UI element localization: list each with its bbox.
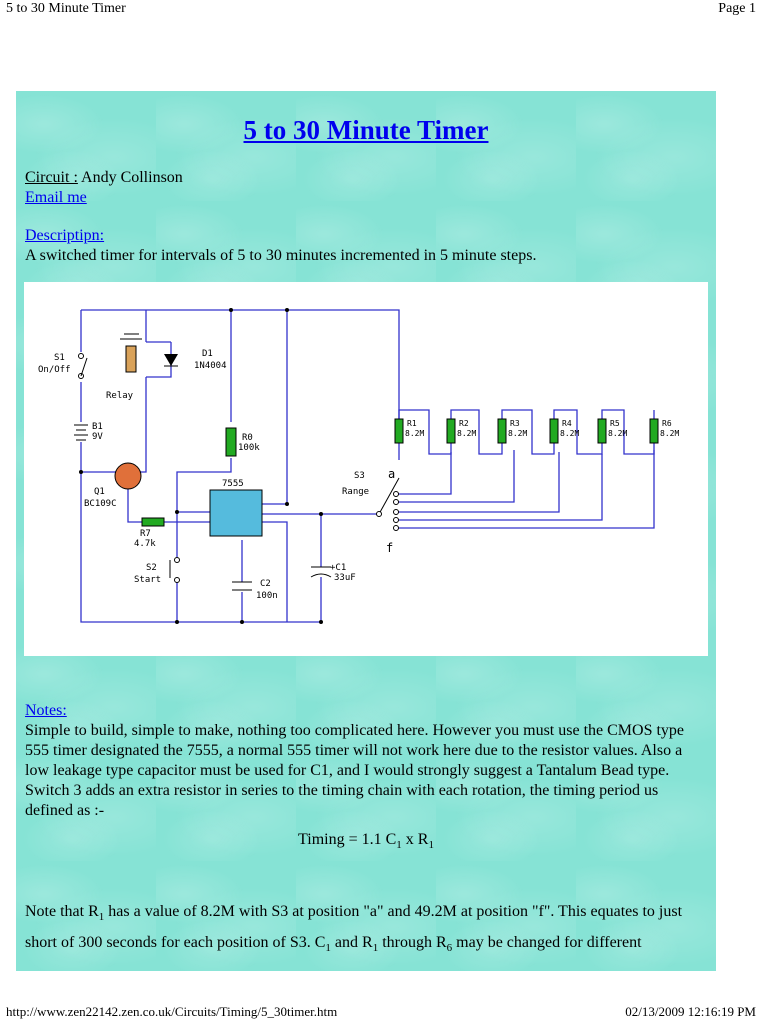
c1-label: +C1 (330, 563, 346, 573)
s3-pos-a: a (388, 467, 395, 481)
b1-value: 9V (92, 432, 103, 442)
resistor-r5 (597, 418, 607, 444)
d1-value: 1N4004 (194, 361, 227, 371)
diode-symbol (164, 354, 178, 366)
r7-label: R7 (140, 529, 151, 539)
resistor-r1 (394, 418, 404, 444)
notes-text: Simple to build, simple to make, nothing… (25, 722, 685, 819)
resistor-r2-value: 8.2M (457, 429, 476, 438)
circuit-label: Circuit : (25, 169, 78, 186)
b1-label: B1 (92, 422, 103, 432)
email-link[interactable]: Email me (25, 189, 87, 206)
note-resistor-values: Note that R1 has a value of 8.2M with S3… (25, 903, 683, 955)
s3-label: S3 (354, 471, 365, 481)
description-heading[interactable]: Descriptipn: (25, 227, 105, 244)
ic-7555 (209, 489, 263, 537)
resistor-r1-value: 8.2M (405, 429, 424, 438)
page-number: Page 1 (718, 1, 756, 16)
article-title[interactable]: 5 to 30 Minute Timer (243, 115, 489, 145)
s3-sub: Range (342, 487, 369, 497)
ic-label: 7555 (222, 479, 244, 489)
circuit-credit: Circuit : Andy Collinson (25, 168, 183, 188)
resistor-r3 (497, 418, 507, 444)
relay-label: Relay (106, 391, 134, 401)
resistor-r1-label: R1 (407, 419, 417, 428)
c2-label: C2 (260, 579, 271, 589)
s1-sub: On/Off (38, 365, 71, 375)
resistor-r4-value: 8.2M (560, 429, 579, 438)
footer-url: http://www.zen22142.zen.co.uk/Circuits/T… (6, 1004, 338, 1019)
footer-datetime: 02/13/2009 12:16:19 PM (625, 1004, 756, 1019)
resistor-r3-value: 8.2M (508, 429, 527, 438)
resistor-r6 (649, 418, 659, 444)
r0-resistor (225, 427, 237, 457)
resistor-r6-value: 8.2M (660, 429, 679, 438)
c2-value: 100n (256, 591, 278, 601)
relay-coil (125, 345, 137, 373)
resistor-r5-value: 8.2M (608, 429, 627, 438)
resistor-r2-label: R2 (459, 419, 469, 428)
resistor-r2 (446, 418, 456, 444)
circuit-schematic: S1 On/Off Relay D1 1N4004 B1 9V R0 100k … (24, 282, 708, 656)
q1-label: Q1 (94, 487, 105, 497)
circuit-author: Andy Collinson (77, 169, 183, 186)
r0-label: R0 (242, 433, 253, 443)
s1-label: S1 (54, 353, 65, 363)
q1-transistor (114, 462, 142, 490)
resistor-r6-label: R6 (662, 419, 672, 428)
article-panel: 5 to 30 Minute Timer Circuit : Andy Coll… (16, 91, 716, 971)
notes-heading[interactable]: Notes: (25, 702, 67, 719)
d1-label: D1 (202, 349, 213, 359)
s2-label: S2 (146, 563, 157, 573)
resistor-r4 (549, 418, 559, 444)
s2-sub: Start (134, 575, 161, 585)
resistor-r3-label: R3 (510, 419, 520, 428)
q1-value: BC109C (84, 499, 117, 509)
resistor-r5-label: R5 (610, 419, 620, 428)
page-header-title: 5 to 30 Minute Timer (6, 1, 126, 16)
r7-value: 4.7k (134, 539, 156, 549)
c1-value: 33uF (334, 573, 356, 583)
s3-pos-f: f (386, 541, 393, 555)
timing-formula: Timing = 1.1 C1 x R1 (298, 831, 434, 852)
r0-value: 100k (238, 443, 260, 453)
r7-resistor (141, 517, 165, 527)
description-text: A switched timer for intervals of 5 to 3… (25, 247, 537, 264)
resistor-r4-label: R4 (562, 419, 572, 428)
